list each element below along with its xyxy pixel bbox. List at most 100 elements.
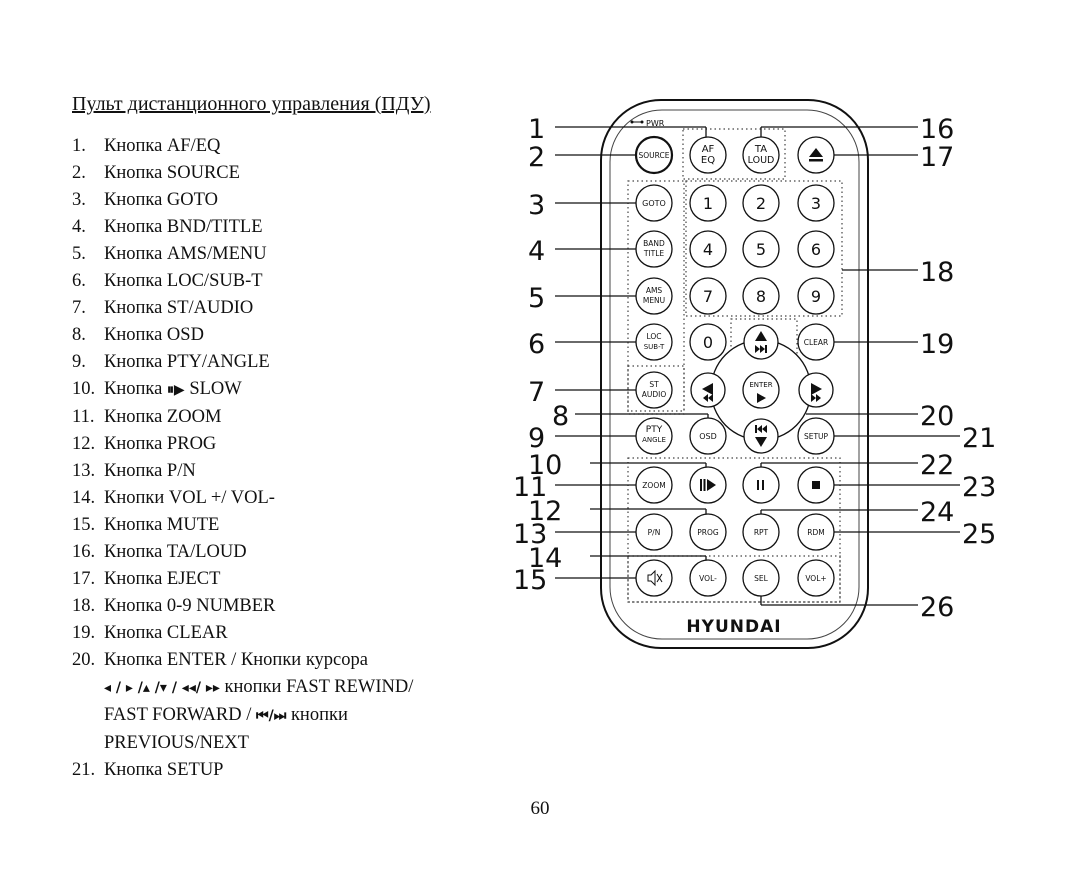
rpt-label: RPT	[754, 528, 769, 537]
ta-label: TA	[754, 144, 767, 155]
callout-1: 1	[528, 114, 545, 145]
callout-9: 9	[528, 423, 545, 454]
callout-5: 5	[528, 283, 545, 314]
angle-label: ANGLE	[642, 436, 666, 444]
remote-inner-outline	[609, 109, 860, 640]
up-arrow-icon	[755, 331, 767, 341]
loc-label: LOC	[646, 332, 661, 341]
list-item: 13.Кнопка P/N	[72, 458, 512, 485]
digit-7-label: 7	[703, 287, 713, 306]
digit-0-button[interactable]	[689, 323, 727, 361]
item-text: Кнопка PTY/ANGLE	[104, 352, 270, 372]
item-number: 19.	[72, 623, 96, 643]
item-number: 13.	[72, 461, 96, 481]
cursor-arrows-icon: ◂ / ▸ /▴ /▾ / ◂◂/ ▸▸	[104, 680, 220, 696]
callout-14: 14	[528, 543, 562, 574]
item-text: Кнопка BND/TITLE	[104, 217, 263, 237]
item-text: Кнопка AMS/MENU	[104, 244, 267, 264]
item-text: Кнопка ENTER / Кнопки курсора	[104, 650, 368, 670]
callout-7: 7	[528, 377, 545, 408]
callout-24: 24	[920, 497, 954, 528]
callout-16: 16	[920, 114, 954, 145]
callout-11: 11	[513, 472, 547, 503]
digit-7-button[interactable]	[689, 277, 727, 315]
list-item: 2.Кнопка SOURCE	[72, 160, 512, 187]
callout-4: 4	[528, 236, 545, 267]
list-item: 3.Кнопка GOTO	[72, 187, 512, 214]
item-text: Кнопка MUTE	[104, 515, 220, 535]
list-item: 11.Кнопка ZOOM	[72, 404, 512, 431]
callout-12: 12	[528, 496, 562, 527]
pause-button[interactable]	[742, 466, 780, 504]
callout-22: 22	[920, 450, 954, 481]
item-number: 8.	[72, 325, 86, 345]
item-text: Кнопки VOL +/ VOL-	[104, 488, 275, 508]
st-label: ST	[649, 380, 659, 389]
item-number: 5.	[72, 244, 86, 264]
vol-minus-button[interactable]	[689, 559, 727, 597]
digit-5-button[interactable]	[742, 230, 780, 268]
mute-button[interactable]	[635, 559, 673, 597]
brand-logo: HYUNDAI	[686, 617, 781, 637]
loc-sub-button[interactable]	[635, 323, 673, 361]
list-item: 6.Кнопка LOC/SUB-T	[72, 268, 512, 295]
list-item: 18.Кнопка 0-9 NUMBER	[72, 593, 512, 620]
digit-9-button[interactable]	[797, 277, 835, 315]
item-text: Кнопка 0-9 NUMBER	[104, 596, 276, 616]
vol-plus-button[interactable]	[797, 559, 835, 597]
callout-2: 2	[528, 142, 545, 173]
pause-icon	[757, 480, 764, 490]
item-number: 17.	[72, 569, 96, 589]
list-item: 17.Кнопка EJECT	[72, 566, 512, 593]
digit-6-button[interactable]	[797, 230, 835, 268]
callout-25: 25	[962, 519, 996, 550]
page-number: 60	[530, 798, 550, 819]
item-number: 11.	[72, 407, 95, 427]
prog-button[interactable]	[689, 513, 727, 551]
item-text: SLOW	[189, 379, 242, 399]
left-arrow-icon	[702, 383, 713, 395]
enter-play-icon	[757, 393, 766, 403]
digit-0-label: 0	[703, 333, 713, 352]
enter-label: ENTER	[749, 381, 772, 389]
goto-label: GOTO	[642, 199, 666, 208]
callout-13: 13	[513, 519, 547, 550]
digit-1-button[interactable]	[689, 184, 727, 222]
af-eq-button[interactable]	[689, 136, 727, 174]
digit-8-button[interactable]	[742, 277, 780, 315]
stop-icon	[812, 481, 820, 489]
sub-t-label: SUB-T	[644, 343, 665, 351]
list-item: 1.Кнопка AF/EQ	[72, 133, 512, 160]
page-title: Пульт дистанционного управления (ПДУ)	[72, 93, 431, 115]
item-number: 14.	[72, 488, 96, 508]
up-next-button[interactable]	[743, 324, 779, 360]
item-number: 16.	[72, 542, 96, 562]
digit-4-button[interactable]	[689, 230, 727, 268]
digit-3-button[interactable]	[797, 184, 835, 222]
clear-label: CLEAR	[804, 338, 829, 347]
callout-6: 6	[528, 329, 545, 360]
rdm-label: RDM	[807, 528, 824, 537]
sel-label: SEL	[754, 574, 768, 583]
enter-button[interactable]	[742, 371, 780, 409]
list-item: 21.Кнопка SETUP	[72, 757, 512, 784]
digit-5-label: 5	[756, 240, 766, 259]
eq-label: EQ	[701, 155, 715, 166]
item-number: 9.	[72, 352, 86, 372]
list-item: 8.Кнопка OSD	[72, 322, 512, 349]
setup-label: SETUP	[804, 432, 829, 441]
list-item: 4.Кнопка BND/TITLE	[72, 214, 512, 241]
item-text: FAST FORWARD /	[104, 705, 252, 725]
callout-19: 19	[920, 329, 954, 360]
item-text: Кнопка ST/AUDIO	[104, 298, 254, 318]
item-text: кнопки FAST REWIND/	[224, 677, 414, 697]
menu-label: MENU	[643, 296, 665, 305]
callout-20: 20	[920, 401, 954, 432]
list-item: 12.Кнопка PROG	[72, 431, 512, 458]
down-previous-button[interactable]	[743, 418, 779, 454]
digit-2-button[interactable]	[742, 184, 780, 222]
loud-label: LOUD	[748, 155, 775, 166]
list-item-continuation: ◂ / ▸ /▴ /▾ / ◂◂/ ▸▸ кнопки FAST REWIND/	[72, 674, 512, 702]
list-item: 9. Кнопка PTY/ANGLE	[72, 349, 512, 376]
